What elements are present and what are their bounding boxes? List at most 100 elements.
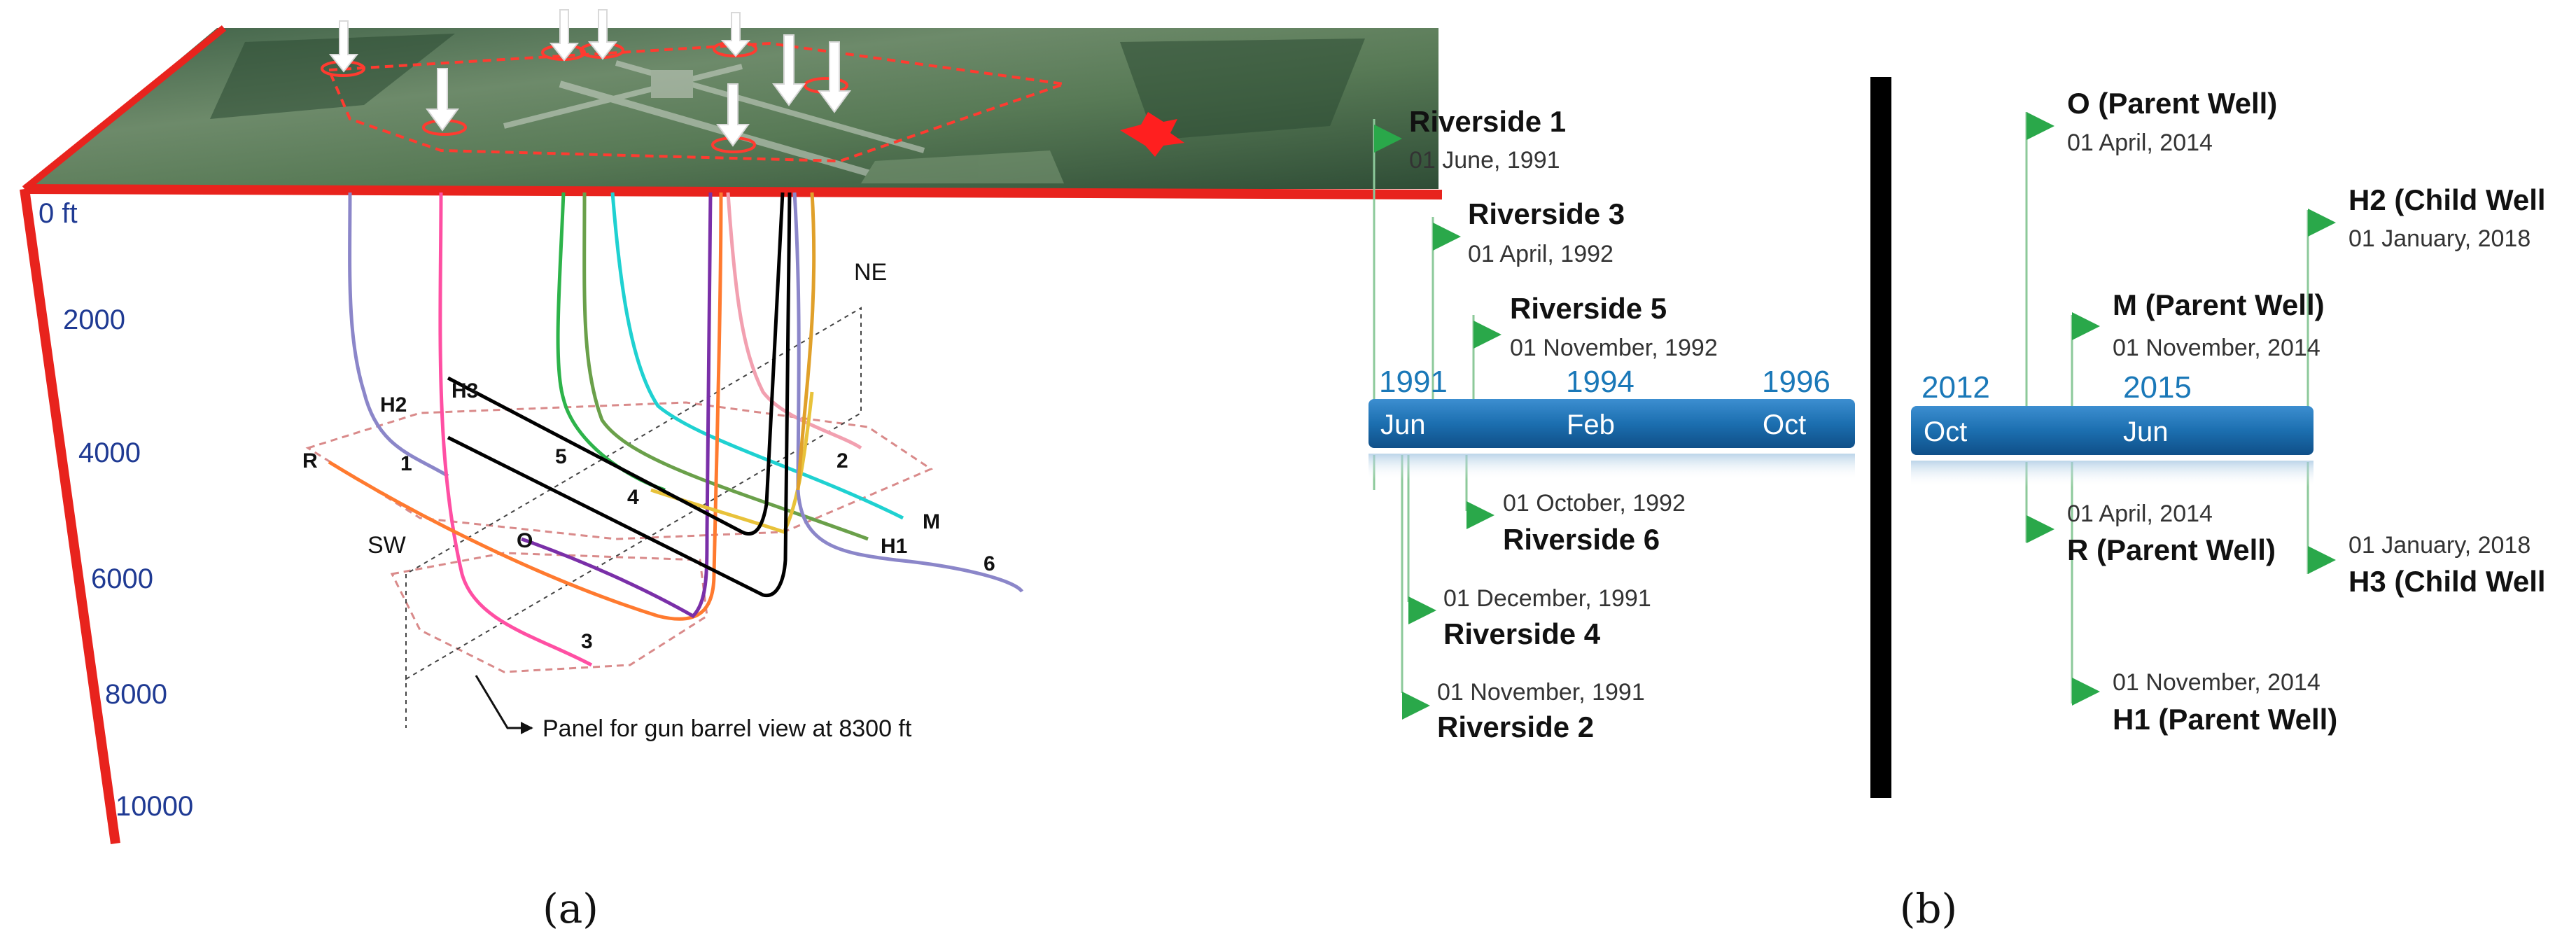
event-riverside-3-title: Riverside 3 [1468, 197, 1625, 230]
flag-h3-child [2308, 546, 2336, 574]
flag-h2-child [2308, 209, 2336, 237]
depth-tick-4000: 4000 [78, 438, 141, 468]
depth-tick-0: 0 ft [38, 198, 78, 229]
label-h3: H3 [451, 379, 478, 402]
event-h3-child-date: 01 January, 2018 [2348, 532, 2530, 559]
right-year-1: 2015 [2123, 370, 2192, 405]
surface-axis [24, 184, 1443, 200]
well-three [438, 192, 593, 667]
label-h2: H2 [380, 393, 407, 416]
event-riverside-5-date: 01 November, 1992 [1510, 335, 1718, 361]
flag-riverside-1 [1374, 125, 1402, 153]
well-r [328, 192, 723, 621]
label-5: 5 [555, 445, 567, 468]
label-o: O [517, 529, 533, 552]
label-m: M [923, 510, 940, 533]
depth-axis [20, 188, 120, 844]
left-year-1: 1994 [1566, 365, 1634, 399]
flag-riverside-4 [1408, 596, 1436, 624]
well-amber [796, 192, 816, 491]
right-timeline: 2012 2015 Oct Jun O (Parent Well) 01 Apr… [1911, 87, 2546, 736]
left-year-2: 1996 [1762, 365, 1830, 399]
label-r: R [302, 449, 318, 472]
depth-tick-6000: 6000 [91, 564, 153, 594]
caption-b: (b) [1900, 885, 1957, 932]
panel-b: 1991 1994 1996 Jun Feb Oct Riverside 1 0… [1368, 77, 2546, 932]
event-riverside-6-date: 01 October, 1992 [1503, 490, 1686, 517]
left-timeline-bar [1368, 399, 1855, 448]
lateral-h3 [447, 192, 785, 536]
well-o [521, 192, 713, 619]
flag-r-parent [2026, 515, 2054, 543]
flag-o-parent [2026, 112, 2054, 140]
map-edge [22, 25, 227, 192]
label-ne: NE [854, 259, 887, 286]
event-riverside-4-date: 01 December, 1991 [1443, 585, 1651, 612]
well-h2 [348, 192, 449, 478]
event-riverside-1-title: Riverside 1 [1409, 105, 1566, 138]
gun-barrel-panel [405, 307, 862, 728]
injection-arrows [328, 9, 851, 147]
left-month-1: Feb [1567, 410, 1615, 440]
event-riverside-1-date: 01 June, 1991 [1409, 147, 1560, 174]
caption-a: (a) [542, 885, 598, 932]
label-2: 2 [836, 449, 848, 472]
lease-boundary [327, 41, 1065, 163]
event-riverside-2-title: Riverside 2 [1437, 710, 1594, 743]
well-trajectories [328, 192, 1024, 667]
left-month-0: Jun [1380, 410, 1426, 440]
label-3: 3 [581, 630, 593, 653]
event-h2-child-date: 01 January, 2018 [2348, 225, 2530, 252]
well-two [726, 192, 862, 450]
timeline-divider [1870, 77, 1891, 798]
lateral-lower [447, 192, 792, 598]
right-timeline-bar [1911, 406, 2314, 455]
right-timeline-reflection [1911, 461, 2314, 487]
well-six [792, 192, 1024, 593]
flag-riverside-2 [1402, 692, 1430, 720]
right-flags [2026, 112, 2336, 706]
depth-tick-8000: 8000 [105, 679, 167, 710]
well-h1 [582, 192, 869, 541]
event-o-parent-title: O (Parent Well) [2067, 87, 2277, 120]
left-flags [1374, 125, 1502, 720]
well-m [610, 192, 904, 520]
label-h1: H1 [881, 535, 907, 558]
event-h1-parent-date: 01 November, 2014 [2113, 669, 2320, 696]
event-riverside-4-title: Riverside 4 [1443, 617, 1601, 650]
right-month-0: Oct [1924, 416, 1967, 447]
flag-m-parent [2072, 312, 2100, 340]
flag-h1-parent [2072, 678, 2100, 706]
flag-riverside-6 [1466, 501, 1494, 529]
left-timeline-reflection [1368, 454, 1855, 480]
label-sw: SW [368, 532, 406, 559]
event-r-parent-title: R (Parent Well) [2067, 533, 2276, 566]
event-riverside-3-date: 01 April, 1992 [1468, 241, 1614, 267]
event-o-parent-date: 01 April, 2014 [2067, 130, 2213, 156]
left-timeline: 1991 1994 1996 Jun Feb Oct Riverside 1 0… [1368, 105, 1855, 743]
event-h3-child-title: H3 (Child Well [2348, 565, 2546, 598]
child-laterals [447, 192, 792, 598]
panel-a: 0 ft 2000 4000 6000 8000 10000 [20, 9, 1443, 932]
event-r-parent-date: 01 April, 2014 [2067, 500, 2213, 527]
event-riverside-2-date: 01 November, 1991 [1437, 679, 1645, 706]
depth-tick-10000: 10000 [115, 791, 193, 822]
label-6: 6 [983, 552, 995, 575]
event-h2-child-title: H2 (Child Well [2348, 183, 2546, 216]
event-riverside-5-title: Riverside 5 [1510, 292, 1667, 325]
event-m-parent-date: 01 November, 2014 [2113, 335, 2320, 361]
red-marker [1120, 112, 1184, 157]
depth-tick-2000: 2000 [63, 304, 125, 335]
label-4: 4 [627, 486, 639, 509]
left-year-0: 1991 [1379, 365, 1448, 399]
event-m-parent-title: M (Parent Well) [2113, 288, 2325, 321]
event-riverside-6-title: Riverside 6 [1503, 523, 1660, 556]
flag-riverside-5 [1474, 321, 1502, 349]
map-details [210, 34, 1365, 183]
annotation-arrow [475, 675, 533, 734]
left-month-2: Oct [1763, 410, 1806, 440]
label-1: 1 [400, 452, 412, 475]
right-month-1: Jun [2123, 416, 2169, 447]
flag-riverside-3 [1433, 223, 1461, 251]
